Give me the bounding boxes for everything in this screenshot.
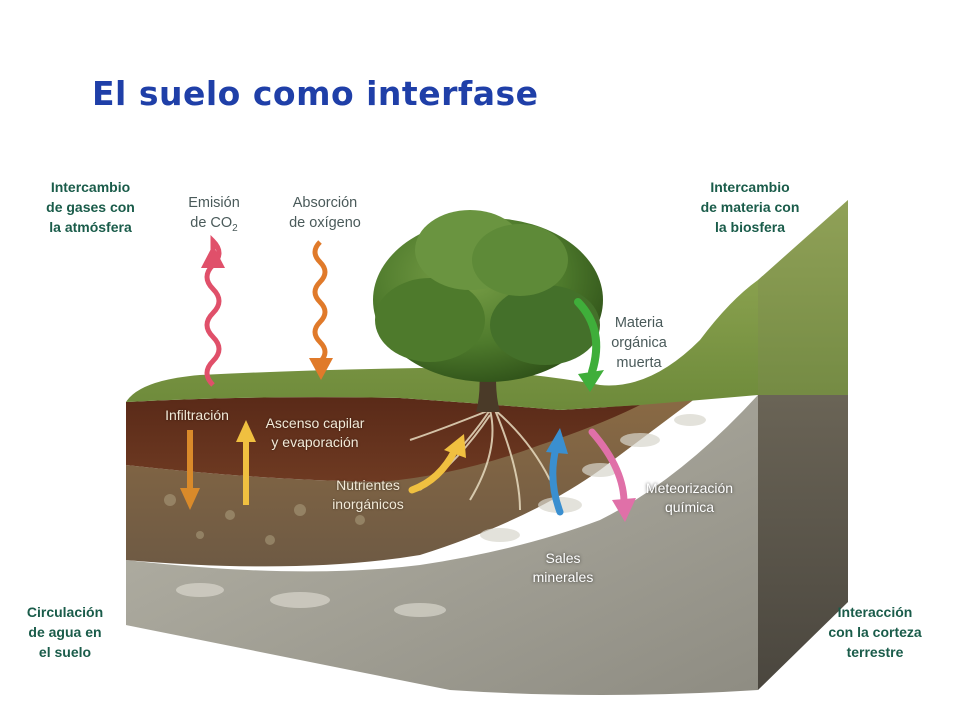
page-title: El suelo como interfase [92, 74, 539, 113]
label-absorcion-oxigeno: Absorción de oxígeno [270, 193, 380, 233]
label-line: de oxígeno [289, 215, 361, 231]
label-sales-minerales: Sales minerales [518, 549, 608, 587]
tree [373, 210, 603, 412]
label-line: el suelo [38, 644, 92, 660]
meteorizacion-arrow [588, 428, 628, 509]
label-line: Circulación [26, 604, 104, 620]
label-line: de agua en [28, 624, 102, 640]
label-line: Emisión [188, 195, 240, 211]
label-line: Meteorización [645, 480, 734, 496]
materia-organica-arrow [574, 298, 601, 376]
label-line: de gases con [46, 199, 135, 215]
label-line: Nutrientes [336, 477, 400, 493]
absorcion-arrow [312, 240, 328, 364]
label-materia-organica: Materia orgánica muerta [596, 313, 682, 373]
label-meteorizacion: Meteorización química [632, 479, 747, 517]
label-line: Infiltración [165, 407, 229, 423]
label-line: inorgánicos [332, 496, 404, 512]
label-line: Interacción [837, 604, 913, 620]
label-line: y evaporación [271, 434, 359, 450]
label-line: química [664, 499, 715, 515]
label-subscript: 2 [232, 222, 238, 234]
label-text: de CO [190, 215, 233, 231]
label-materia-biosfera: Intercambio de materia con la biosfera [680, 177, 820, 237]
label-line: orgánica [611, 335, 667, 351]
label-gases-atmosfera: Intercambio de gases con la atmósfera [28, 177, 153, 237]
label-line: Sales [545, 550, 581, 566]
label-line: la atmósfera [49, 219, 132, 235]
sales-arrow [549, 444, 564, 516]
label-line: Intercambio [710, 179, 790, 195]
label-line: terrestre [846, 644, 904, 660]
label-nutrientes: Nutrientes inorgánicos [318, 476, 418, 514]
label-line: con la corteza [828, 624, 922, 640]
label-ascenso-capilar: Ascenso capilar y evaporación [250, 414, 380, 452]
label-line: la biosfera [714, 219, 786, 235]
label-line: de materia con [700, 199, 800, 215]
label-infiltracion: Infiltración [152, 406, 242, 425]
label-line: de CO2 [168, 213, 260, 239]
nutrientes-arrow [408, 446, 459, 494]
label-line: muerta [616, 355, 662, 371]
label-line: Absorción [292, 195, 358, 211]
label-line: Materia [614, 315, 664, 331]
label-interaccion-corteza: Interacción con la corteza terrestre [810, 602, 940, 662]
label-circulacion-agua: Circulación de agua en el suelo [10, 602, 120, 662]
label-line: Ascenso capilar [265, 415, 365, 431]
label-line: minerales [532, 569, 594, 585]
label-emision-co2: Emisión de CO2 [168, 193, 260, 239]
label-line: Intercambio [50, 179, 131, 195]
